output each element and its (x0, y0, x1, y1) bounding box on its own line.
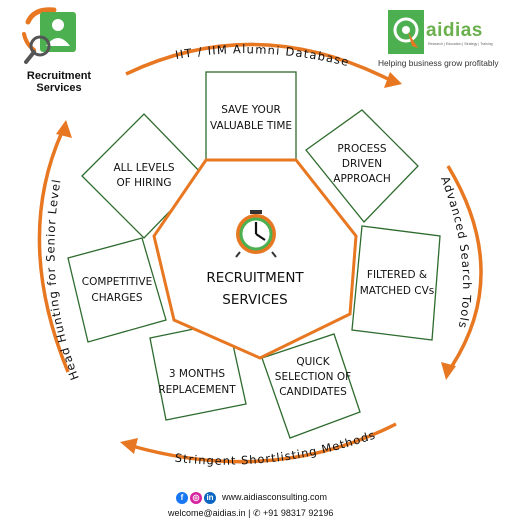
arc-arrowheads (56, 72, 456, 454)
card-6-line1: COMPETITIVE (82, 276, 152, 288)
arrowhead-top-icon (384, 72, 402, 88)
svg-text:Advanced Search Tools: Advanced Search Tools (438, 174, 474, 330)
website-link[interactable]: www.aidiasconsulting.com (222, 492, 328, 502)
card-5-line1: 3 MONTHS (169, 368, 226, 380)
svg-text:IIT / IIM Alumni Database: IIT / IIM Alumni Database (174, 42, 351, 69)
clock-icon (235, 210, 277, 258)
arc-right (446, 165, 483, 367)
brand-left-line2: Services (36, 82, 82, 94)
aidias-name: aidias (426, 20, 483, 41)
center-title-line1: RECRUITMENT (206, 270, 304, 286)
arc-label-top: IIT / IIM Alumni Database (174, 42, 350, 69)
aidias-tagline: Helping business grow profitably (378, 58, 499, 68)
brand-left-line1: Recruitment (26, 70, 92, 82)
aidias-sublabel: Research | Education | Strategy | Traini… (428, 42, 493, 46)
card-shape-3 (351, 225, 441, 341)
card-4-line1: QUICK (296, 356, 330, 368)
card-shape-4 (261, 333, 361, 439)
arc-label-right: Advanced Search Tools (438, 174, 473, 330)
aidias-logo: aidias Research | Education | Strategy |… (378, 10, 508, 70)
arc-label-bottom: Stringent Shortlisting Methods (174, 427, 376, 467)
card-4-line3: CANDIDATES (279, 386, 347, 398)
card-6-line2: CHARGES (91, 292, 142, 304)
footer: f ◎ in www.aidiasconsulting.com welcome@… (0, 488, 512, 524)
card-2-line1: PROCESS (337, 143, 387, 155)
card-2-line3: APPROACH (333, 173, 390, 185)
svg-text:Stringent Shortlisting Methods: Stringent Shortlisting Methods (174, 427, 377, 467)
recruitment-person-icon (22, 7, 76, 64)
arrowhead-bottom-icon (120, 438, 138, 454)
card-shape-1 (205, 71, 297, 161)
card-shape-2 (305, 109, 419, 223)
aidias-mark-icon (388, 10, 424, 54)
arrowhead-right-icon (441, 362, 456, 380)
outer-cycle-arcs (37, 42, 483, 464)
card-5-line2: REPLACEMENT (158, 384, 236, 396)
card-7-line2: OF HIRING (116, 177, 171, 189)
card-2-line2: DRIVEN (342, 158, 382, 170)
instagram-icon[interactable]: ◎ (190, 492, 202, 504)
card-shape-6 (67, 237, 167, 343)
card-3-line1: FILTERED & (367, 269, 427, 281)
arc-left (37, 131, 70, 373)
card-1-line1: SAVE YOUR (221, 104, 281, 116)
brand-left-title: Recruitment Services (14, 70, 104, 94)
arrowhead-left-icon (56, 120, 72, 138)
facebook-icon[interactable]: f (176, 492, 188, 504)
card-3-line2: MATCHED CVs (360, 285, 435, 297)
linkedin-icon[interactable]: in (204, 492, 216, 504)
card-1-line2: VALUABLE TIME (210, 120, 292, 132)
card-7-line1: ALL LEVELS (113, 162, 174, 174)
recruitment-logo: Recruitment Services (14, 4, 104, 96)
arc-top (125, 42, 391, 82)
arc-bottom (131, 422, 397, 464)
card-4-line2: SELECTION OF (275, 371, 351, 383)
contact-line: welcome@aidias.in | ✆ +91 98317 92196 (168, 508, 334, 518)
center-title-line2: SERVICES (222, 292, 287, 308)
center-heptagon (152, 158, 358, 360)
